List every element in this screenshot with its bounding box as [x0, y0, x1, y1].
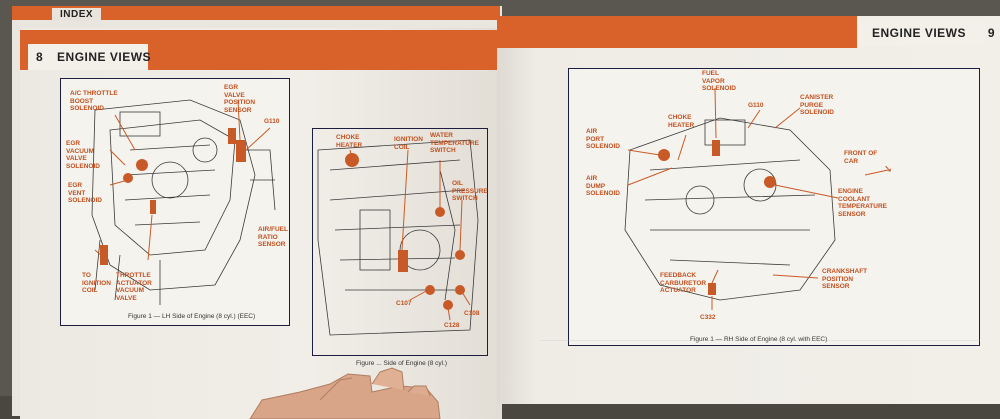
label-crankshaft: CRANKSHAFT POSITION SENSOR — [822, 268, 868, 290]
right-header-band — [497, 16, 857, 48]
caption-figure-rh: Figure 1 — RH Side of Engine (8 cyl. wit… — [690, 336, 828, 343]
label-egr-position: EGR VALVE POSITION SENSOR — [224, 84, 256, 114]
label-to-ignition: TO IGNITION COIL — [82, 272, 111, 294]
label-throttle-actuator: THROTTLE ACTUATOR VACUUM VALVE — [116, 272, 152, 302]
page-number-left: 8 — [36, 50, 44, 64]
label-c128: C128 — [444, 322, 460, 329]
label-water-temp: WATER TEMPERATURE SWITCH — [430, 132, 479, 154]
label-c108: C108 — [464, 310, 480, 317]
caption-figure-second: Figure ... Side of Engine (8 cyl.) — [356, 360, 448, 367]
label-c332: C332 — [700, 314, 716, 321]
label-engine-coolant: ENGINE COOLANT TEMPERATURE SENSOR — [838, 188, 887, 218]
label-g110-right: G110 — [748, 102, 764, 109]
label-air-fuel: AIR/FUEL RATIO SENSOR — [258, 226, 288, 248]
header-title-right: ENGINE VIEWS — [872, 26, 967, 40]
label-choke-heater-right: CHOKE HEATER — [668, 114, 695, 129]
label-choke-heater-left: CHOKE HEATER — [336, 134, 363, 149]
label-feedback: FEEDBACK CARBURETOR ACTUATOR — [660, 272, 707, 294]
header-title-left: ENGINE VIEWS — [57, 50, 152, 64]
label-egr-vacuum: EGR VACUUM VALVE SOLENOID — [66, 140, 100, 170]
figure-engine-second — [312, 128, 488, 356]
label-fuel-vapor: FUEL VAPOR SOLENOID — [702, 70, 736, 92]
label-canister: CANISTER PURGE SOLENOID — [800, 94, 834, 116]
label-oil-pressure: OIL PRESSURE SWITCH — [452, 180, 488, 202]
label-egr-vent: EGR VENT SOLENOID — [68, 182, 102, 204]
label-c107: C107 — [396, 300, 412, 307]
index-orange-band — [12, 6, 500, 20]
arrow-right-icon: ➘ — [884, 164, 893, 175]
left-header-tab: 8 ENGINE VIEWS — [28, 44, 152, 70]
bleed-through-print — [540, 340, 980, 391]
label-ignition-coil: IGNITION COIL — [394, 136, 423, 151]
label-g110-left: G110 — [264, 118, 280, 125]
page-number-right: 9 — [987, 26, 996, 40]
right-header-tab: ENGINE VIEWS 9 — [858, 20, 995, 46]
label-air-dump: AIR DUMP SOLENOID — [586, 175, 620, 197]
figure-lh-engine — [60, 78, 290, 326]
label-air-port: AIR PORT SOLENOID — [586, 128, 620, 150]
index-tab[interactable]: INDEX — [52, 8, 102, 21]
caption-figure-lh: Figure 1 — LH Side of Engine (8 cyl.) (E… — [128, 313, 256, 320]
label-front-of-car: FRONT OF CAR — [844, 150, 878, 165]
label-ac-throttle: A/C THROTTLE BOOST SOLENOID — [70, 90, 118, 112]
index-tab-label: INDEX — [60, 9, 94, 20]
